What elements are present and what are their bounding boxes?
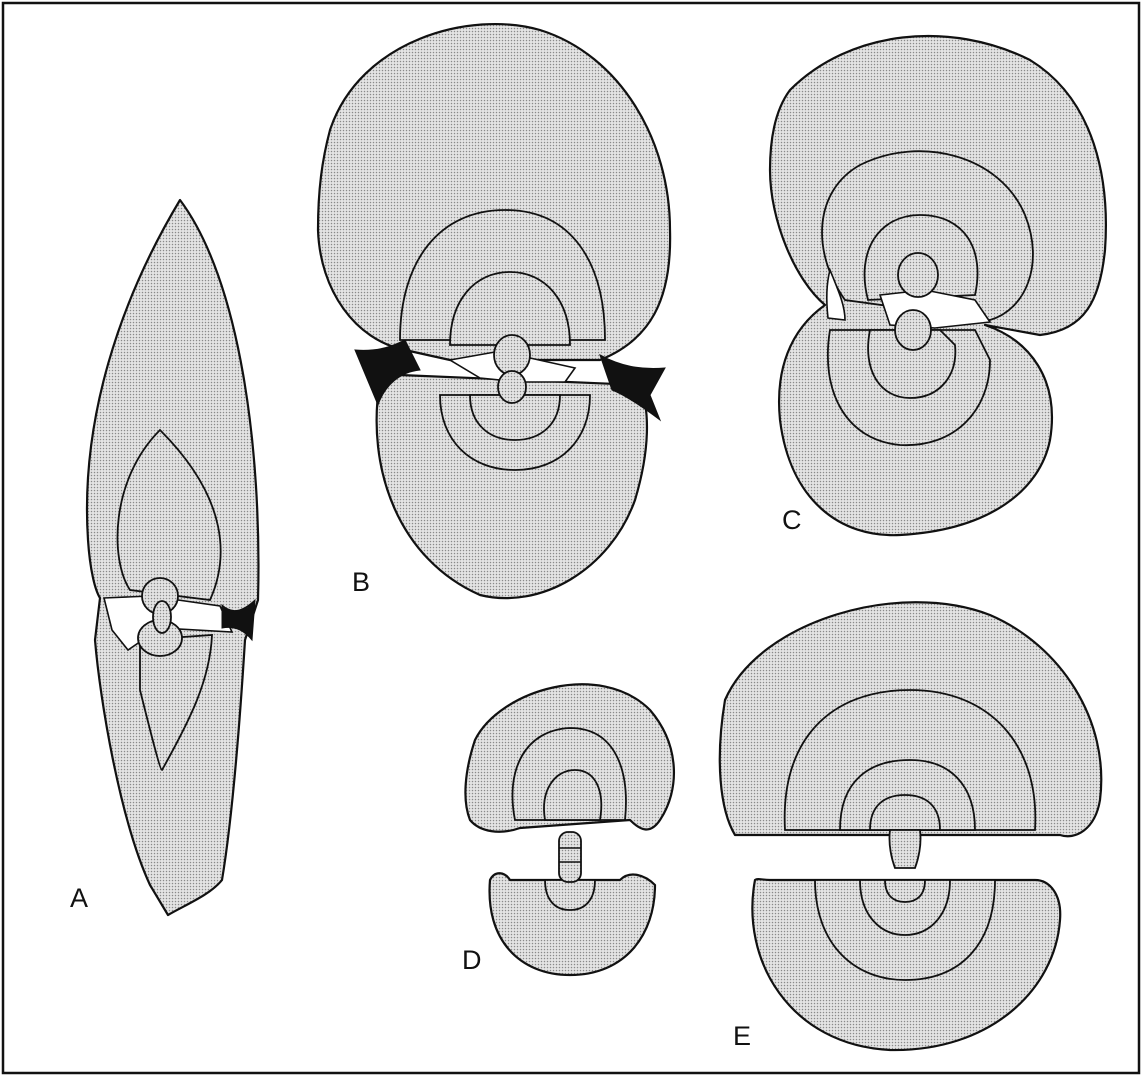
- label-a: A: [70, 883, 88, 913]
- panel-d-section: [465, 684, 674, 975]
- panel-c-section: [770, 36, 1106, 535]
- panel-e-section: [720, 602, 1101, 1050]
- label-e: E: [733, 1021, 751, 1051]
- panel-a-section: [87, 200, 258, 915]
- label-b: B: [352, 567, 370, 597]
- panel-b-section: [318, 24, 670, 598]
- label-d: D: [462, 945, 482, 975]
- label-c: C: [782, 505, 802, 535]
